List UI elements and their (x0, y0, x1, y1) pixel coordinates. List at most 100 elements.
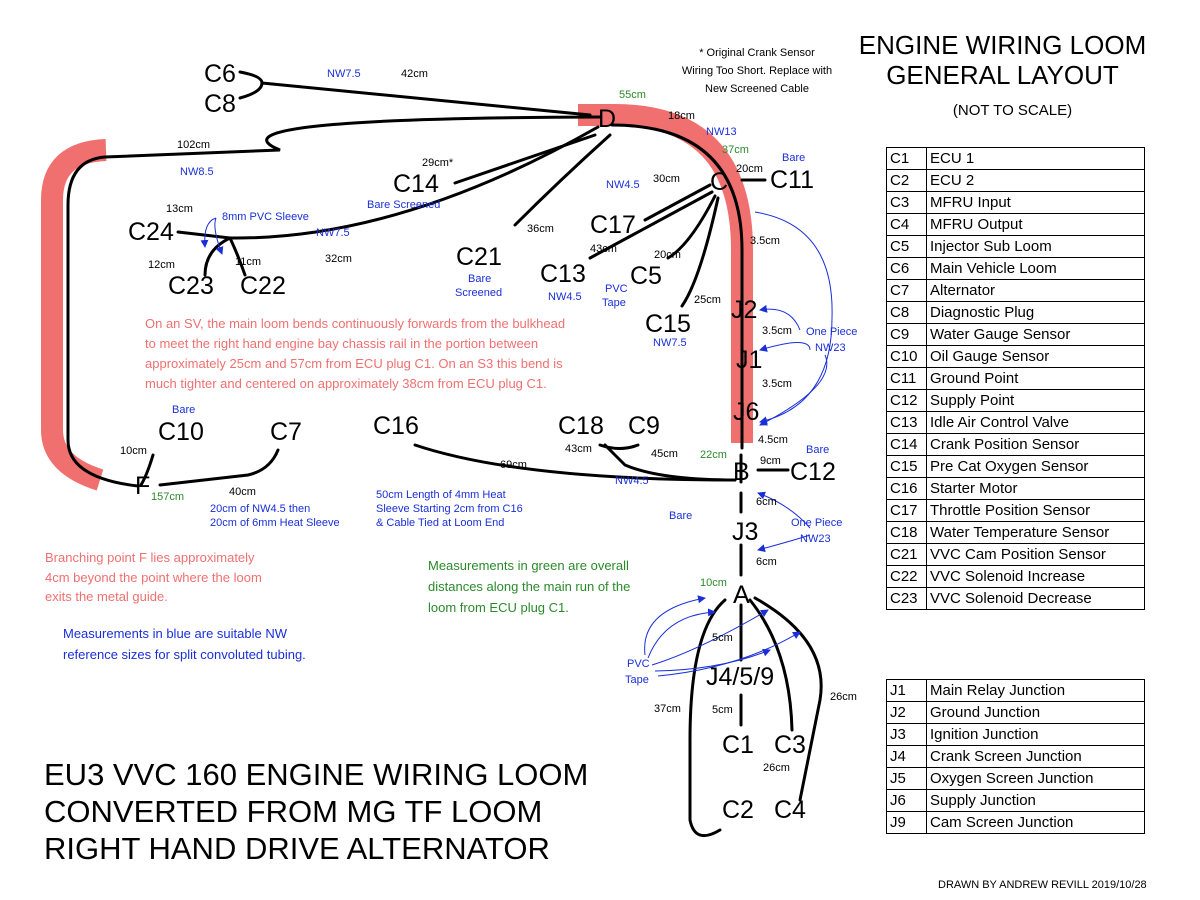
legend-description: Oxygen Screen Junction (926, 767, 1145, 790)
nw13-label: NW13 (706, 126, 737, 138)
pvc-sleeve-label: 8mm PVC Sleeve (222, 211, 309, 223)
node-c12: C12 (790, 458, 836, 486)
legend-code: C17 (886, 499, 927, 522)
nw7-5-c24-label: NW7.5 (316, 227, 350, 239)
len-13cm: 13cm (166, 203, 193, 215)
nw4-5-c13-label: NW4.5 (548, 291, 582, 303)
legend-code: C16 (886, 477, 927, 500)
node-c16: C16 (373, 412, 419, 440)
legend-description: Water Temperature Sensor (926, 521, 1145, 544)
green-note-line-2: distances along the main run of the (428, 579, 630, 594)
len-4-5cm: 4.5cm (758, 434, 788, 446)
legend-code: C3 (886, 191, 927, 214)
crank-note-line-3: New Screened Cable (705, 83, 809, 95)
page-subtitle: (NOT TO SCALE) (952, 102, 1073, 119)
node-c6: C6 (204, 60, 236, 88)
len-11cm: 11cm (235, 256, 261, 268)
bare-c11-label: Bare (782, 152, 805, 164)
legend-description: Ground Junction (926, 701, 1145, 724)
len-18cm: 18cm (668, 110, 695, 122)
node-labels: C6 C8 D C C11 C14 C24 C23 C22 C21 C17 C1… (128, 60, 836, 824)
legend-description: Starter Motor (926, 477, 1145, 500)
dist-55cm: 55cm (619, 89, 646, 101)
legend-description: Main Vehicle Loom (926, 257, 1145, 280)
len-6cm-a: 6cm (756, 496, 777, 508)
tape-a-label: Tape (625, 674, 649, 686)
legend-code: C12 (886, 389, 927, 412)
bare-b-label: Bare (669, 510, 692, 522)
len-25cm: 25cm (694, 294, 721, 306)
legend-code: J9 (886, 811, 927, 834)
len-42cm: 42cm (401, 68, 428, 80)
dist-10cm: 10cm (700, 577, 727, 589)
c16-note-2: Sleeve Starting 2cm from C16 (376, 503, 523, 515)
legend-description: Throttle Position Sensor (926, 499, 1145, 522)
node-c3: C3 (774, 731, 806, 759)
one-piece-2-label: One Piece (791, 517, 842, 529)
legend-code: J2 (886, 701, 927, 724)
len-20cm-c5: 20cm (654, 249, 681, 261)
legend-description: Ground Point (926, 367, 1145, 390)
len-6cm-b: 6cm (756, 556, 777, 568)
len-5cm-b: 5cm (712, 704, 733, 716)
legend-description: MFRU Output (926, 213, 1145, 236)
len-32cm: 32cm (325, 253, 352, 265)
legend-code: C21 (886, 543, 927, 566)
nw-size-labels: NW7.5 NW13 NW8.5 Bare NW4.5 Bare Screene… (63, 68, 857, 686)
blue-note-line-2: reference sizes for split convoluted tub… (63, 647, 306, 662)
legend-description: Cam Screen Junction (926, 811, 1145, 834)
c7-note-1: 20cm of NW4.5 then (210, 503, 310, 515)
len-69cm: 69cm (500, 459, 527, 471)
loom-title-line-3: RIGHT HAND DRIVE ALTERNATOR (44, 831, 550, 866)
node-c: C (710, 168, 728, 196)
blue-note-line-1: Measurements in blue are suitable NW (63, 626, 288, 641)
legend-description: ECU 1 (926, 147, 1145, 170)
legend-description: Crank Screen Junction (926, 745, 1145, 768)
node-c8: C8 (204, 90, 236, 118)
node-j4-5-9: J4/5/9 (706, 663, 774, 691)
legend-code: J5 (886, 767, 927, 790)
node-c7: C7 (270, 418, 302, 446)
legend-description: Diagnostic Plug (926, 301, 1145, 324)
legend-description: Pre Cat Oxygen Sensor (926, 455, 1145, 478)
node-c2: C2 (722, 796, 754, 824)
nw7-5-c15-label: NW7.5 (653, 337, 687, 349)
crank-sensor-note: * Original Crank Sensor Wiring Too Short… (682, 47, 832, 95)
legend-code: C4 (886, 213, 927, 236)
f-note-line-1: Branching point F lies approximately (45, 550, 255, 565)
legend-code: C15 (886, 455, 927, 478)
node-a: A (733, 581, 750, 609)
legend-code: C5 (886, 235, 927, 258)
nw8-5-label: NW8.5 (180, 166, 214, 178)
legend-description: Main Relay Junction (926, 679, 1145, 702)
c16-note-3: & Cable Tied at Loom End (376, 517, 504, 529)
node-c13: C13 (540, 260, 586, 288)
node-c10: C10 (158, 418, 204, 446)
node-c21: C21 (456, 243, 502, 271)
node-c11: C11 (770, 166, 814, 194)
loom-title-line-1: EU3 VVC 160 ENGINE WIRING LOOM (44, 757, 589, 792)
legend-code: C6 (886, 257, 927, 280)
legend-description: Alternator (926, 279, 1145, 302)
dist-157cm: 157cm (151, 491, 184, 503)
nw23-2-label: NW23 (800, 533, 831, 545)
wire-lines (66, 70, 823, 838)
len-3-5cm-a: 3.5cm (750, 235, 780, 247)
legend-code: J4 (886, 745, 927, 768)
len-45cm: 45cm (651, 448, 678, 460)
drawn-by: DRAWN BY ANDREW REVILL 2019/10/28 (938, 879, 1147, 891)
screened-c21-label: Screened (455, 287, 502, 299)
sv-note-line-4: much tighter and centered on approximate… (145, 376, 547, 391)
node-c15: C15 (645, 310, 691, 338)
